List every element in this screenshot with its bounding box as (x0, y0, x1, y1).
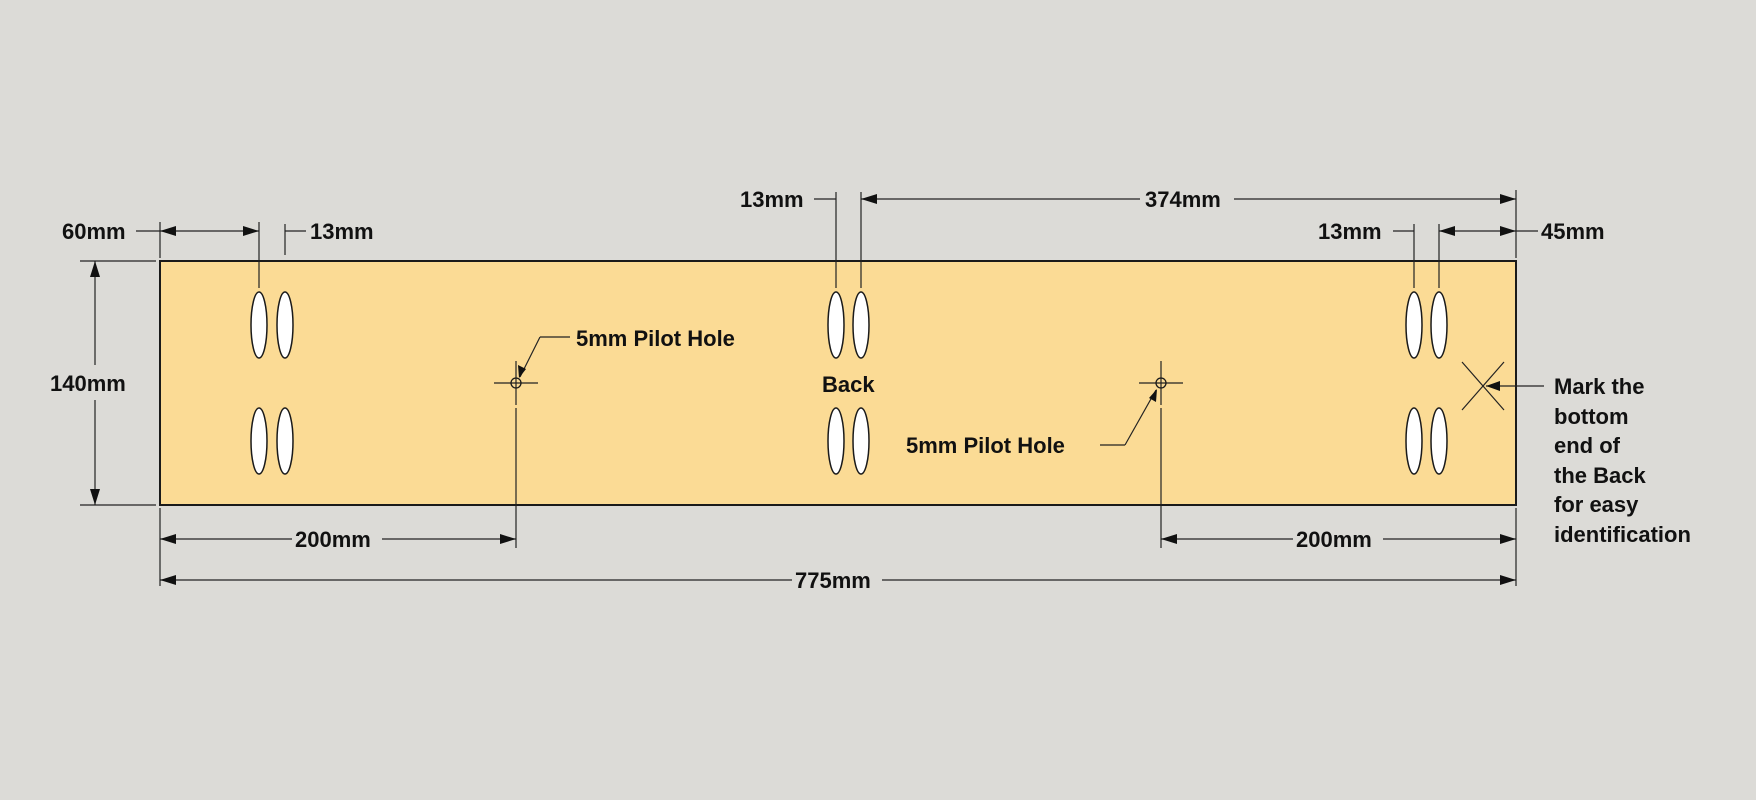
mark-note-line-4: the Back (1554, 463, 1646, 488)
dim-middle-to-right: 374mm (861, 187, 1516, 212)
extension-lines (80, 190, 1517, 586)
dim-left-offset: 60mm (62, 219, 259, 244)
mark-note-line-3: end of (1554, 433, 1621, 458)
pocket-hole-icon (250, 407, 268, 475)
dim-right-offset: 45mm (1439, 219, 1605, 244)
dim-left-pilot-label: 200mm (295, 527, 371, 552)
pocket-hole-icon (827, 291, 845, 359)
dim-left-offset-label: 60mm (62, 219, 126, 244)
slot-group-right (1405, 291, 1448, 475)
dim-right-pilot: 200mm (1161, 527, 1516, 552)
mark-note-callout: Mark the bottom end of the Back for easy… (1486, 374, 1691, 547)
x-mark-icon (1461, 361, 1505, 411)
mark-note-line-1: Mark the (1554, 374, 1644, 399)
mark-note-line-2: bottom (1554, 404, 1629, 429)
dim-right-offset-label: 45mm (1541, 219, 1605, 244)
crosshair-icon (494, 361, 538, 405)
dim-height: 140mm (50, 261, 126, 505)
mark-note-line-5: for easy (1554, 492, 1639, 517)
pocket-hole-icon (1405, 407, 1423, 475)
dim-left-slot-spacing-label: 13mm (310, 219, 374, 244)
dim-middle-to-right-label: 374mm (1145, 187, 1221, 212)
pocket-hole-icon (852, 291, 870, 359)
mark-note-line-6: identification (1554, 522, 1691, 547)
pocket-hole-icon (827, 407, 845, 475)
dim-middle-slot-spacing: 13mm (740, 187, 836, 212)
pilot-hole-callout-upper: 5mm Pilot Hole (518, 326, 735, 378)
pocket-hole-icon (276, 407, 294, 475)
slot-group-left (250, 291, 294, 475)
dim-right-slot-spacing-label: 13mm (1318, 219, 1382, 244)
pilot-hole-label-upper: 5mm Pilot Hole (576, 326, 735, 351)
dim-total-length: 775mm (160, 568, 1516, 593)
pocket-hole-icon (1430, 291, 1448, 359)
pilot-hole-callout-lower: 5mm Pilot Hole (906, 389, 1157, 458)
pocket-hole-icon (250, 291, 268, 359)
dim-middle-slot-spacing-label: 13mm (740, 187, 804, 212)
pocket-hole-icon (276, 291, 294, 359)
slot-group-middle (827, 291, 870, 475)
pocket-hole-icon (852, 407, 870, 475)
pilot-hole-label-lower: 5mm Pilot Hole (906, 433, 1065, 458)
crosshair-icon (1139, 361, 1183, 405)
dim-right-slot-spacing: 13mm (1318, 219, 1414, 244)
dim-height-label: 140mm (50, 371, 126, 396)
pocket-hole-icon (1430, 407, 1448, 475)
dim-total-length-label: 775mm (795, 568, 871, 593)
dim-left-slot-spacing: 13mm (285, 219, 374, 244)
dim-left-pilot: 200mm (160, 527, 516, 552)
pocket-hole-icon (1405, 291, 1423, 359)
board-label: Back (822, 372, 875, 397)
dim-right-pilot-label: 200mm (1296, 527, 1372, 552)
